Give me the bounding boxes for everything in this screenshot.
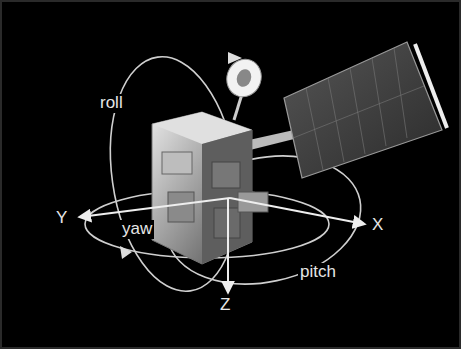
panel-grid xyxy=(293,48,424,170)
yaw-arrowhead xyxy=(120,246,132,259)
antenna-feed xyxy=(234,67,253,89)
axis-label: pitch xyxy=(298,263,338,282)
instrument-box xyxy=(168,192,194,222)
panel-edge xyxy=(415,44,447,128)
instrument-box xyxy=(162,152,192,174)
antenna-mast xyxy=(234,94,242,120)
axis-label: yaw xyxy=(120,220,154,239)
instrument-box xyxy=(212,162,240,188)
axis-label: X xyxy=(370,216,385,235)
axis-label: Z xyxy=(218,296,232,315)
solar-panel xyxy=(284,42,442,178)
roll-arrowhead xyxy=(228,52,242,64)
x-axis xyxy=(230,198,364,224)
y-axis xyxy=(80,198,230,217)
z-axis xyxy=(227,198,229,292)
spacecraft-body xyxy=(152,112,252,264)
axis-label: Y xyxy=(54,209,69,228)
axis-label: roll xyxy=(98,94,125,113)
